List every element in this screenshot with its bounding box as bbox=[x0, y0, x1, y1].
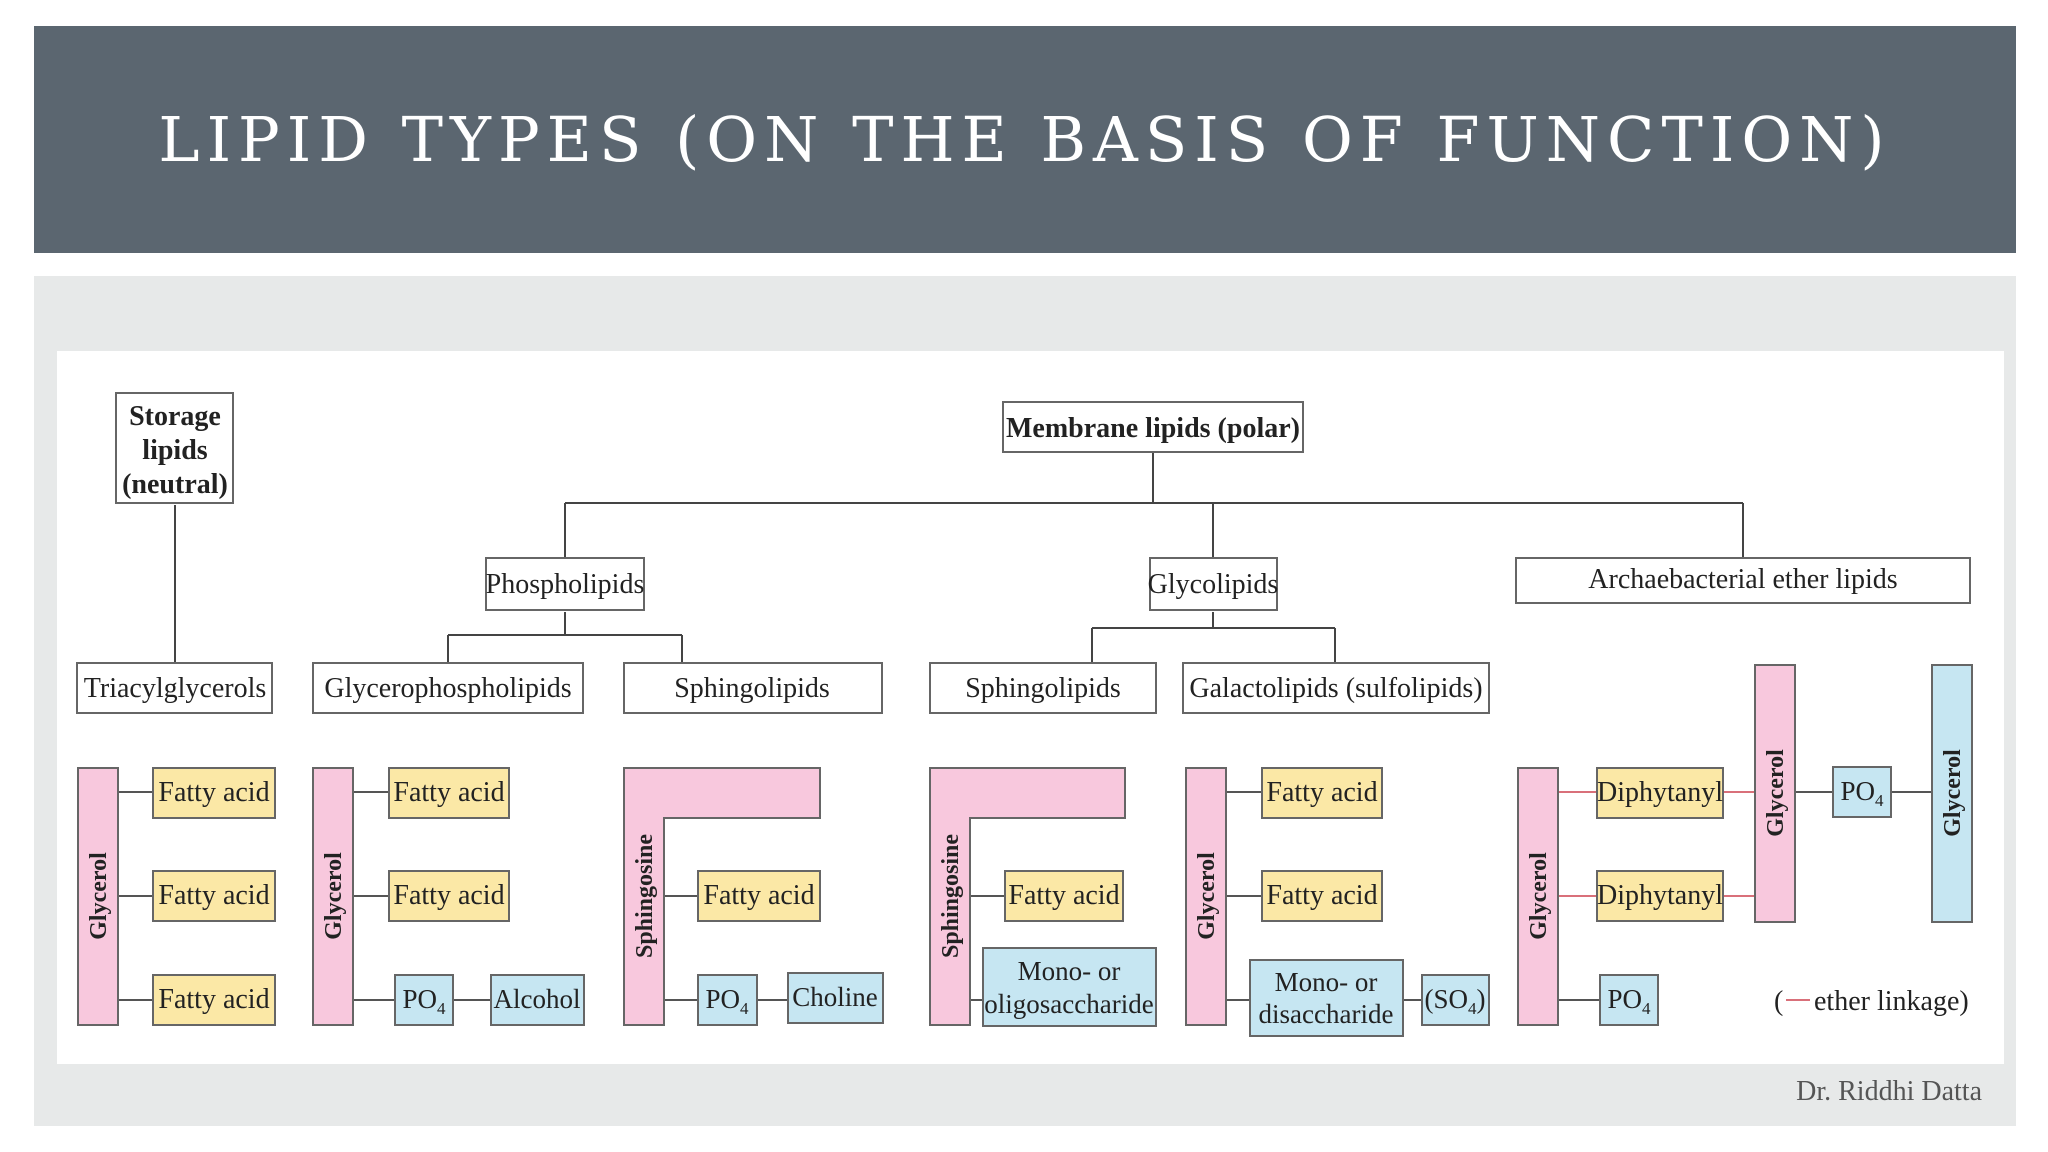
glycerol-label-2: Glycerol bbox=[321, 852, 347, 940]
glycolipids-label: Glycolipids bbox=[1148, 569, 1279, 600]
fatty-acid-label: Fatty acid bbox=[703, 880, 814, 911]
sphingolipids-label-2: Sphingolipids bbox=[965, 673, 1121, 704]
fatty-acid-label: Fatty acid bbox=[158, 777, 269, 808]
storage-label-1: Storage bbox=[129, 401, 221, 432]
fatty-acid-label: Fatty acid bbox=[158, 984, 269, 1015]
phosphate-box bbox=[1599, 974, 1659, 1026]
storage-label-3: (neutral) bbox=[122, 469, 228, 500]
triacylglycerol-structure: Glycerol Fatty acid Fatty acid Fatty aci… bbox=[77, 767, 276, 1026]
fatty-acid-box bbox=[1261, 870, 1383, 922]
glycerol-backbone-1 bbox=[77, 767, 119, 1026]
fatty-acid-label: Fatty acid bbox=[1266, 880, 1377, 911]
galactolipid-structure: Glycerol Fatty acid Fatty acid Mono- or … bbox=[1185, 767, 1490, 1037]
fatty-acid-label: Fatty acid bbox=[1266, 777, 1377, 808]
sphingophospholipid-structure: Sphingosine Fatty acid PO4 Choline bbox=[623, 767, 884, 1026]
oligosaccharide-box bbox=[982, 947, 1157, 1027]
legend-label: ether linkage) bbox=[1814, 986, 1969, 1017]
phospholipids-node: Phospholipids bbox=[485, 557, 645, 611]
sphingolipids-glyco-node: Sphingolipids bbox=[929, 662, 1157, 714]
triacylglycerols-label: Triacylglycerols bbox=[84, 673, 267, 704]
fatty-acid-box bbox=[152, 870, 276, 922]
glycerol-label-3: Glycerol bbox=[1194, 852, 1220, 940]
sphingosine-backbone-1 bbox=[623, 767, 821, 1026]
archaebacterial-label: Archaebacterial ether lipids bbox=[1588, 564, 1897, 595]
fatty-acid-label: Fatty acid bbox=[393, 777, 504, 808]
fatty-acid-box bbox=[152, 767, 276, 819]
storage-label-2: lipids bbox=[142, 435, 207, 466]
glycolipids-node: Glycolipids bbox=[1148, 557, 1279, 611]
fatty-acid-label: Fatty acid bbox=[1008, 880, 1119, 911]
fatty-acid-box bbox=[1261, 767, 1383, 819]
diphytanyl-box bbox=[1596, 767, 1724, 819]
sphingolipids-label-1: Sphingolipids bbox=[674, 673, 830, 704]
glycerol-label-4: Glycerol bbox=[1526, 852, 1552, 940]
oligosaccharide-label-2: oligosaccharide bbox=[984, 989, 1153, 1019]
storage-lipids-node: Storage lipids (neutral) bbox=[115, 392, 234, 504]
glycerol-label-1: Glycerol bbox=[86, 852, 112, 940]
alcohol-label: Alcohol bbox=[494, 984, 581, 1014]
ether-linkage-legend: ( ether linkage) bbox=[1774, 986, 1969, 1017]
glycerophospholipids-label: Glycerophospholipids bbox=[324, 673, 571, 704]
glycerol-backbone-3 bbox=[1185, 767, 1227, 1026]
fatty-acid-box bbox=[697, 870, 821, 922]
oligosaccharide-label-1: Mono- or bbox=[1018, 956, 1121, 986]
author-credit: Dr. Riddhi Datta bbox=[1796, 1076, 1982, 1107]
page-title: LIPID TYPES (ON THE BASIS OF FUNCTION) bbox=[158, 103, 1892, 176]
phosphate-label: PO4 bbox=[1840, 776, 1884, 810]
choline-box bbox=[787, 972, 884, 1024]
sphingoglycolipid-structure: Sphingosine Fatty acid Mono- or oligosac… bbox=[929, 767, 1157, 1027]
triacylglycerols-node: Triacylglycerols bbox=[76, 662, 273, 714]
fatty-acid-label: Fatty acid bbox=[158, 880, 269, 911]
alcohol-box bbox=[490, 974, 585, 1026]
phosphate-box bbox=[394, 974, 454, 1026]
diphytanyl-label: Diphytanyl bbox=[1597, 880, 1723, 911]
fatty-acid-box bbox=[388, 767, 510, 819]
fatty-acid-label: Fatty acid bbox=[393, 880, 504, 911]
glycerol-backbone-6 bbox=[1931, 664, 1973, 923]
sphingosine-label-1: Sphingosine bbox=[632, 834, 658, 958]
fatty-acid-box bbox=[152, 974, 276, 1026]
diphytanyl-label: Diphytanyl bbox=[1597, 777, 1723, 808]
legend-open-paren: ( bbox=[1774, 986, 1783, 1017]
fatty-acid-box bbox=[1004, 870, 1124, 922]
galactolipids-label: Galactolipids (sulfolipids) bbox=[1189, 673, 1482, 704]
glycerol-backbone-2 bbox=[312, 767, 354, 1026]
archaebacterial-ether-lipids-node: Archaebacterial ether lipids bbox=[1515, 557, 1971, 604]
sphingosine-backbone-2 bbox=[929, 767, 1126, 1026]
fatty-acid-box bbox=[388, 870, 510, 922]
sphingolipids-phospho-node: Sphingolipids bbox=[623, 662, 883, 714]
archaebacterial-structure: Glycerol Diphytanyl Diphytanyl PO4 Glyce… bbox=[1517, 664, 1973, 1026]
hierarchy-connectors bbox=[174, 453, 1744, 665]
phosphate-label: PO4 bbox=[1607, 984, 1651, 1018]
glycerol-label-6: Glycerol bbox=[1940, 749, 1966, 837]
disaccharide-label-2: disaccharide bbox=[1259, 999, 1394, 1029]
phosphate-box bbox=[697, 974, 758, 1026]
glycerophospholipid-structure: Glycerol Fatty acid Fatty acid PO4 Alcoh… bbox=[312, 767, 585, 1026]
phospholipids-label: Phospholipids bbox=[486, 569, 645, 600]
disaccharide-label-1: Mono- or bbox=[1275, 967, 1378, 997]
choline-label: Choline bbox=[792, 982, 878, 1012]
membrane-label: Membrane lipids (polar) bbox=[1006, 413, 1300, 444]
phosphate-label: PO4 bbox=[402, 984, 446, 1018]
disaccharide-box bbox=[1249, 959, 1404, 1037]
glycerol-backbone-5 bbox=[1754, 664, 1796, 923]
glycerol-backbone-4 bbox=[1517, 767, 1559, 1026]
galactolipids-node: Galactolipids (sulfolipids) bbox=[1182, 662, 1490, 714]
diphytanyl-box bbox=[1596, 870, 1724, 922]
title-bar: LIPID TYPES (ON THE BASIS OF FUNCTION) bbox=[34, 26, 2016, 253]
phosphate-label: PO4 bbox=[705, 984, 749, 1018]
glycerol-label-5: Glycerol bbox=[1763, 749, 1789, 837]
sphingosine-label-2: Sphingosine bbox=[938, 834, 964, 958]
sulfate-label: (SO4) bbox=[1424, 984, 1485, 1018]
glycerophospholipids-node: Glycerophospholipids bbox=[312, 662, 584, 714]
sulfate-box bbox=[1421, 974, 1490, 1026]
phosphate-box bbox=[1832, 766, 1892, 818]
membrane-lipids-node: Membrane lipids (polar) bbox=[1002, 401, 1304, 453]
